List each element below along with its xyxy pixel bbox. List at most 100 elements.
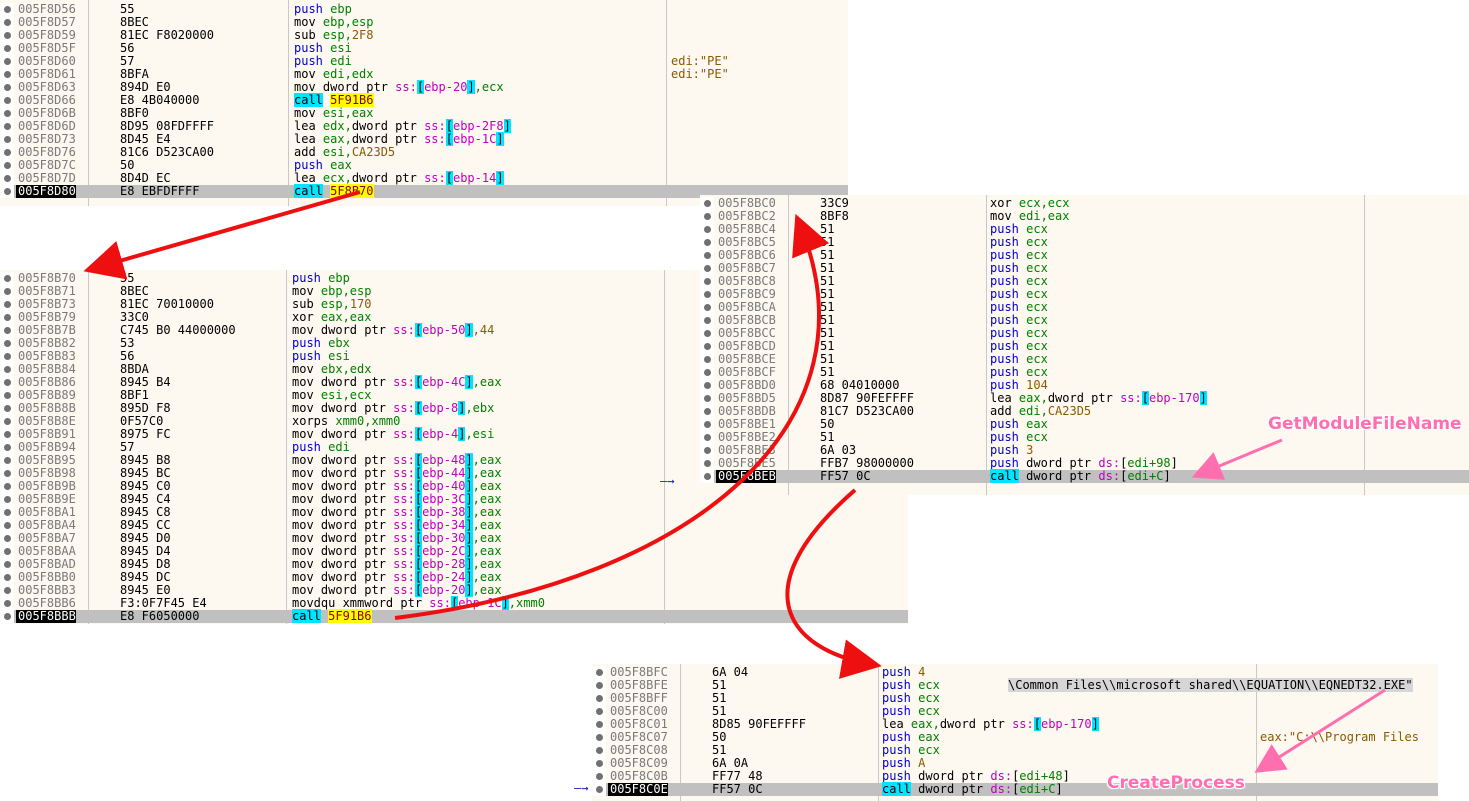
breakpoint-dot-icon[interactable] (4, 444, 11, 451)
breakpoint-gutter[interactable] (700, 236, 714, 249)
breakpoint-dot-icon[interactable] (4, 418, 11, 425)
breakpoint-gutter[interactable] (0, 272, 14, 285)
breakpoint-gutter[interactable] (0, 402, 14, 415)
breakpoint-dot-icon[interactable] (704, 473, 711, 480)
breakpoint-gutter[interactable] (0, 120, 14, 133)
breakpoint-dot-icon[interactable] (4, 301, 11, 308)
breakpoint-gutter[interactable] (592, 757, 606, 770)
breakpoint-gutter[interactable] (0, 532, 14, 545)
breakpoint-gutter[interactable] (700, 457, 714, 470)
breakpoint-dot-icon[interactable] (4, 587, 11, 594)
breakpoint-dot-icon[interactable] (4, 509, 11, 516)
breakpoint-dot-icon[interactable] (596, 669, 603, 676)
breakpoint-dot-icon[interactable] (704, 200, 711, 207)
breakpoint-dot-icon[interactable] (4, 327, 11, 334)
breakpoint-gutter[interactable] (0, 42, 14, 55)
breakpoint-gutter[interactable] (0, 441, 14, 454)
breakpoint-gutter[interactable] (592, 666, 606, 679)
breakpoint-gutter[interactable] (700, 275, 714, 288)
breakpoint-gutter[interactable] (0, 172, 14, 185)
breakpoint-gutter[interactable] (0, 285, 14, 298)
breakpoint-gutter[interactable] (0, 363, 14, 376)
breakpoint-dot-icon[interactable] (4, 84, 11, 91)
breakpoint-gutter[interactable] (592, 770, 606, 783)
breakpoint-gutter[interactable] (700, 223, 714, 236)
breakpoint-gutter[interactable] (0, 68, 14, 81)
breakpoint-gutter[interactable] (0, 81, 14, 94)
breakpoint-gutter[interactable] (0, 571, 14, 584)
breakpoint-dot-icon[interactable] (704, 343, 711, 350)
breakpoint-dot-icon[interactable] (704, 356, 711, 363)
breakpoint-gutter[interactable] (0, 29, 14, 42)
breakpoint-gutter[interactable] (700, 301, 714, 314)
breakpoint-dot-icon[interactable] (4, 574, 11, 581)
breakpoint-gutter[interactable] (700, 366, 714, 379)
breakpoint-gutter[interactable] (700, 327, 714, 340)
breakpoint-gutter[interactable] (700, 314, 714, 327)
breakpoint-dot-icon[interactable] (704, 447, 711, 454)
breakpoint-gutter[interactable] (700, 405, 714, 418)
breakpoint-gutter[interactable] (700, 249, 714, 262)
breakpoint-dot-icon[interactable] (4, 340, 11, 347)
breakpoint-gutter[interactable] (0, 506, 14, 519)
breakpoint-gutter[interactable] (0, 159, 14, 172)
breakpoint-dot-icon[interactable] (596, 695, 603, 702)
breakpoint-dot-icon[interactable] (4, 366, 11, 373)
breakpoint-gutter[interactable] (0, 415, 14, 428)
breakpoint-gutter[interactable] (0, 610, 14, 623)
breakpoint-dot-icon[interactable] (704, 265, 711, 272)
breakpoint-dot-icon[interactable] (4, 288, 11, 295)
breakpoint-dot-icon[interactable] (4, 123, 11, 130)
breakpoint-gutter[interactable] (0, 107, 14, 120)
breakpoint-dot-icon[interactable] (596, 721, 603, 728)
breakpoint-gutter[interactable] (0, 584, 14, 597)
breakpoint-gutter[interactable] (700, 470, 714, 483)
breakpoint-gutter[interactable] (700, 379, 714, 392)
breakpoint-dot-icon[interactable] (704, 421, 711, 428)
breakpoint-dot-icon[interactable] (704, 395, 711, 402)
breakpoint-dot-icon[interactable] (4, 561, 11, 568)
breakpoint-gutter[interactable] (592, 718, 606, 731)
breakpoint-gutter[interactable] (0, 350, 14, 363)
breakpoint-gutter[interactable] (700, 353, 714, 366)
breakpoint-gutter[interactable] (592, 705, 606, 718)
breakpoint-dot-icon[interactable] (4, 32, 11, 39)
breakpoint-dot-icon[interactable] (4, 457, 11, 464)
breakpoint-dot-icon[interactable] (596, 734, 603, 741)
